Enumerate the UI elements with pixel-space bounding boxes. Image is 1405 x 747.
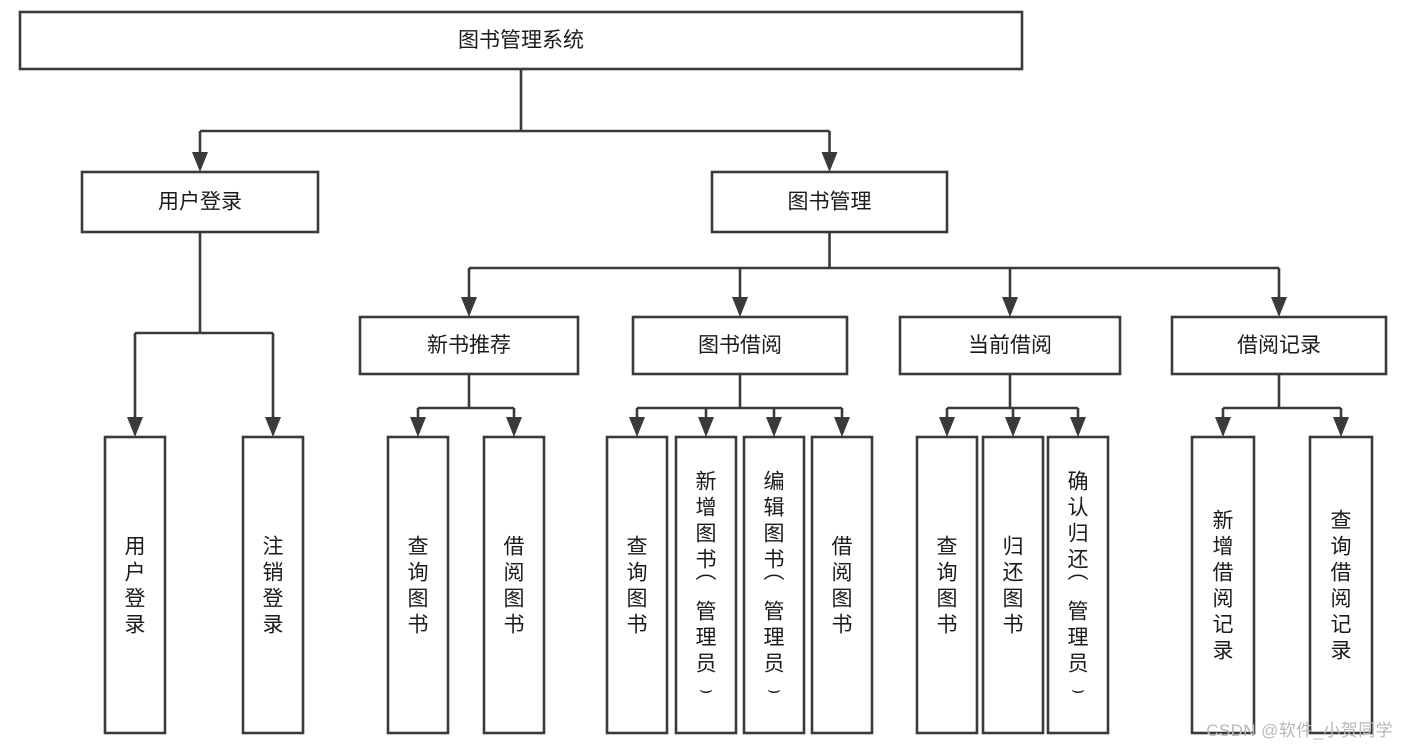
node-l-borrow-query[interactable]: 查询图书 [605, 435, 669, 735]
node-l-rec-add[interactable]: 新增借阅记录 [1190, 435, 1256, 735]
node-label: 注销登录 [263, 535, 284, 636]
node-l-rec-borrow[interactable]: 借阅图书 [482, 435, 546, 735]
node-l-rec-search[interactable]: 查询借阅记录 [1308, 435, 1374, 735]
node-n-user-login[interactable]: 用户登录 [80, 170, 320, 234]
node-l-borrow-edit[interactable]: 编辑图书⌒管理员⌣ [742, 435, 806, 735]
node-label: 查询图书 [627, 535, 648, 636]
node-label: 当前借阅 [968, 334, 1052, 357]
node-n-book-manage[interactable]: 图书管理 [710, 170, 949, 234]
node-label: 编辑图书⌒管理员⌣ [764, 470, 785, 701]
connector-layer [127, 69, 1349, 437]
node-label: 新增图书⌒管理员⌣ [696, 470, 717, 701]
node-l-cur-confirm[interactable]: 确认归还⌒管理员⌣ [1046, 435, 1110, 735]
connector-c-cb-split [939, 374, 1086, 437]
connector-c-nbr-split [410, 374, 522, 437]
node-l-cur-return[interactable]: 归还图书 [981, 435, 1045, 735]
node-l-borrow-lend[interactable]: 借阅图书 [810, 435, 874, 735]
node-label: 查询图书 [408, 535, 429, 636]
node-n-book-borrow[interactable]: 图书借阅 [631, 315, 849, 376]
node-n-borrow-record[interactable]: 借阅记录 [1170, 315, 1388, 376]
connector-c-ul-split [127, 232, 281, 437]
node-n-current-borrow[interactable]: 当前借阅 [898, 315, 1122, 376]
node-label: 用户登录 [158, 191, 242, 214]
node-n-new-book-rec[interactable]: 新书推荐 [358, 315, 580, 376]
node-label: 借阅记录 [1237, 334, 1321, 357]
node-l-user-login[interactable]: 用户登录 [103, 435, 167, 735]
node-l-rec-query[interactable]: 查询图书 [386, 435, 450, 735]
node-label: 用户登录 [125, 535, 146, 636]
node-label: 图书管理系统 [458, 29, 584, 52]
node-label: 查询图书 [937, 535, 958, 636]
node-label: 查询借阅记录 [1331, 509, 1352, 662]
node-label: 归还图书 [1003, 535, 1024, 636]
node-label: 确认归还⌒管理员⌣ [1068, 470, 1089, 701]
connector-c-root-split [192, 69, 838, 172]
node-l-user-logout[interactable]: 注销登录 [241, 435, 305, 735]
node-layer: 图书管理系统用户登录图书管理新书推荐图书借阅当前借阅借阅记录用户登录注销登录查询… [18, 10, 1388, 735]
node-label: 图书管理 [788, 191, 872, 214]
node-label: 新书推荐 [427, 334, 511, 357]
connector-c-bm-split [461, 232, 1287, 317]
connector-c-bb-split [629, 374, 850, 437]
node-label: 借阅图书 [832, 535, 853, 636]
node-label: 图书借阅 [698, 334, 782, 357]
csdn-watermark: CSDN @软件_小贺同学 [1206, 721, 1393, 740]
node-label: 新增借阅记录 [1213, 509, 1234, 662]
connector-c-br-split [1215, 374, 1349, 437]
node-label: 借阅图书 [504, 535, 525, 636]
node-l-borrow-add[interactable]: 新增图书⌒管理员⌣ [674, 435, 738, 735]
node-l-cur-query[interactable]: 查询图书 [915, 435, 979, 735]
node-root[interactable]: 图书管理系统 [18, 10, 1024, 71]
